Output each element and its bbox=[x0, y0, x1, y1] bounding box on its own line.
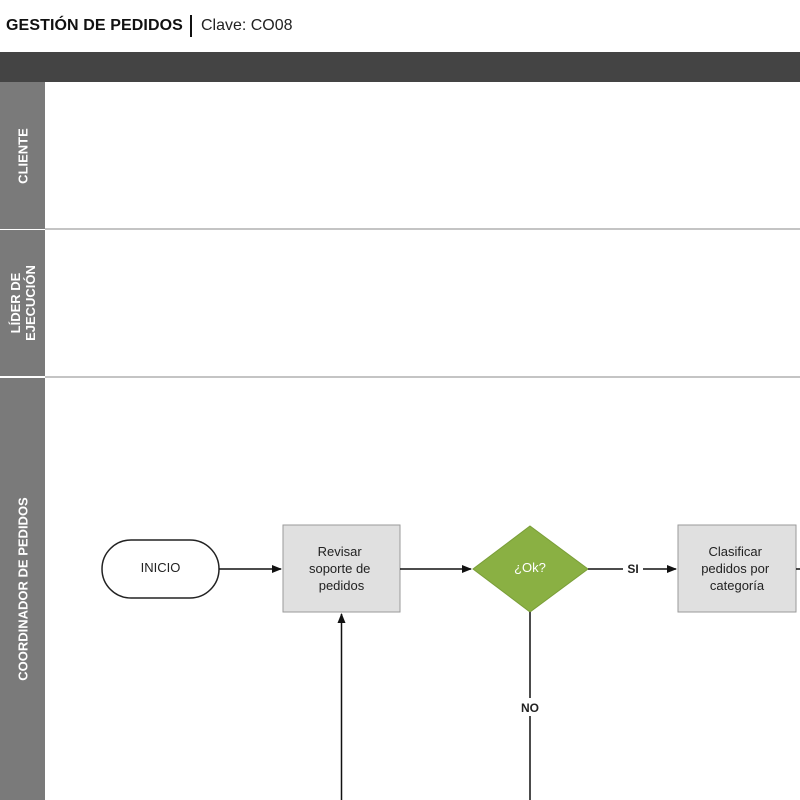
process-classify-orders bbox=[677, 524, 797, 613]
lane-coordinador-pedidos: COORDINADOR DE PEDIDOS bbox=[0, 378, 800, 800]
title-separator bbox=[189, 15, 192, 37]
lane-cliente: CLIENTE bbox=[0, 82, 800, 229]
process-classify-line2: pedidos por bbox=[701, 561, 770, 576]
diagram-title: GESTIÓN DE PEDIDOS bbox=[6, 17, 183, 34]
process-review-line2: soporte de bbox=[309, 561, 370, 576]
process-review-text: Revisar soporte de pedidos bbox=[309, 544, 374, 593]
process-review-line1: Revisar bbox=[318, 544, 363, 559]
edge-yes-label-bg bbox=[623, 560, 643, 576]
lane-divider bbox=[45, 228, 800, 230]
lane-lider-ejecucion: LÍDER DE EJECUCIÓN bbox=[0, 230, 800, 376]
lane-label-lider-ejecucion: LÍDER DE EJECUCIÓN bbox=[0, 230, 45, 376]
decision-label: ¿Ok? bbox=[514, 560, 546, 575]
top-bar bbox=[0, 52, 800, 82]
lane-divider bbox=[45, 376, 800, 378]
process-review-line3: pedidos bbox=[319, 578, 365, 593]
process-classify-line3: categoría bbox=[710, 578, 765, 593]
edge-yes-label: SI bbox=[627, 562, 638, 576]
edge-no-label: NO bbox=[521, 701, 539, 715]
edge-no-label-bg bbox=[517, 698, 543, 716]
diagram-code: Clave: CO08 bbox=[200, 17, 293, 34]
start-label: INICIO bbox=[141, 560, 181, 575]
process-classify-line1: Clasificar bbox=[708, 544, 762, 559]
lane-label-cliente: CLIENTE bbox=[0, 82, 45, 229]
process-review-orders bbox=[282, 524, 401, 613]
process-classify-text: Clasificar pedidos por categoría bbox=[701, 544, 773, 593]
diagram-header: GESTIÓN DE PEDIDOS Clave: CO08 bbox=[0, 0, 800, 52]
lane-label-coordinador-pedidos: COORDINADOR DE PEDIDOS bbox=[0, 378, 45, 800]
